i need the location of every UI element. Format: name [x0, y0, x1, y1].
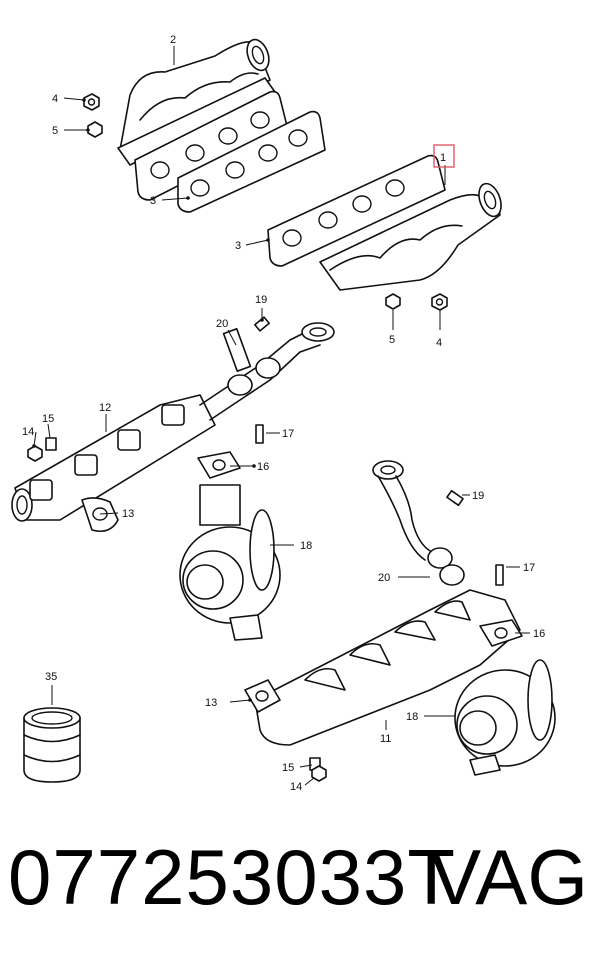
stud-left-14 [27, 445, 43, 462]
callout-label-19: 19 [255, 294, 267, 306]
bolt-right-17 [495, 564, 504, 586]
callout-label-17: 17 [523, 562, 535, 574]
callout-label-17: 17 [282, 428, 294, 440]
exhaust-manifold-right [254, 589, 521, 746]
bolt-left-17 [255, 424, 264, 444]
leader-lines [32, 46, 530, 786]
callout-label-20: 20 [216, 318, 228, 330]
exhaust-manifold-upper-left [117, 38, 276, 166]
bolt-right-19 [446, 489, 464, 507]
exhaust-manifold-left [11, 394, 216, 522]
brand-caption: VAG [429, 833, 588, 921]
nut-left-15 [45, 437, 57, 451]
callout-1-highlight-box [433, 144, 455, 168]
callout-label-35: 35 [45, 671, 57, 683]
callout-label-15: 15 [42, 413, 54, 425]
connecting-sleeve [23, 707, 81, 783]
nut-upper-right [431, 293, 448, 311]
callout-label-13: 13 [122, 508, 134, 520]
turbo-flange-gasket-left [197, 451, 241, 479]
callout-label-11: 11 [380, 733, 391, 745]
callout-label-18: 18 [300, 540, 312, 552]
callout-label-2: 2 [170, 34, 176, 46]
callout-label-20: 20 [378, 572, 390, 584]
callout-label-18: 18 [406, 711, 418, 723]
callout-label-15: 15 [282, 762, 294, 774]
callout-label-5: 5 [389, 334, 395, 346]
callout-label-16: 16 [257, 461, 269, 473]
callout-label-13: 13 [205, 697, 217, 709]
callout-label-3: 3 [150, 195, 156, 207]
callout-label-5: 5 [52, 125, 58, 137]
stud-right-14 [311, 765, 327, 782]
manifold-gasket-upper-inner [177, 110, 326, 213]
callout-label-16: 16 [533, 628, 545, 640]
callout-label-3: 3 [235, 240, 241, 252]
turbo-flange-gasket-right [479, 619, 523, 647]
part-number-caption: 077253033T [8, 833, 457, 921]
callout-label-4: 4 [436, 337, 442, 349]
exhaust-manifold-upper-right [319, 182, 502, 291]
callout-label-14: 14 [290, 781, 302, 793]
turbocharger-right [454, 659, 556, 776]
gasket-lower-left [81, 497, 119, 533]
gasket-lower-right [244, 679, 281, 713]
callout-label-12: 12 [99, 402, 111, 414]
stud-upper-left [87, 121, 103, 138]
turbocharger-left [179, 484, 281, 641]
exploded-parts-diagram: 2 4 5 3 1 3 5 4 19 20 12 15 14 17 16 13 … [11, 34, 556, 793]
callout-label-14: 14 [22, 426, 34, 438]
callout-label-19: 19 [472, 490, 484, 502]
turbo-feed-pipe-left [199, 322, 335, 421]
bolt-left-19 [254, 316, 270, 332]
turbo-feed-pipe-right [372, 460, 465, 586]
manifold-gasket-upper-right [267, 154, 446, 267]
callout-label-4: 4 [52, 93, 58, 105]
stud-upper-right [385, 293, 401, 310]
nut-upper-left [83, 93, 100, 111]
callout-label-1: 1 [440, 152, 446, 164]
